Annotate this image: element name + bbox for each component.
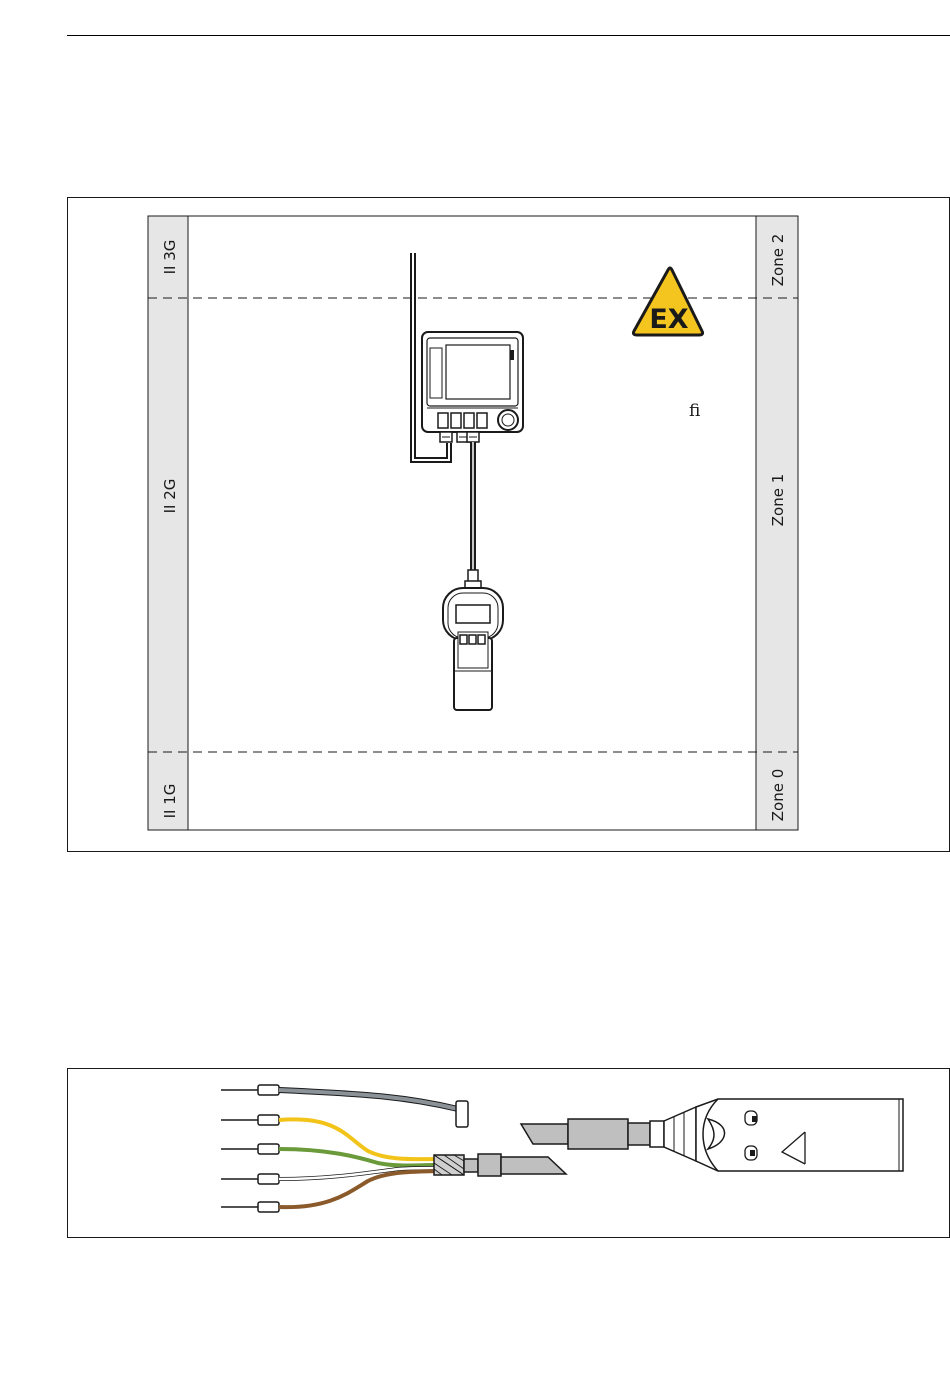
- probe-sensor-icon: [696, 1099, 903, 1171]
- cable-wiring-svg: [68, 1069, 950, 1239]
- wire-yellow: [279, 1119, 436, 1159]
- category-label-ii1g: II 1G: [161, 784, 179, 819]
- zone-diagram-svg: II 3G II 2G II 1G Zone 2 Zone 1 Zone 0 E…: [68, 198, 950, 853]
- transmitter-device-icon: [422, 332, 523, 442]
- cable-wiring-figure: [67, 1068, 950, 1238]
- cable-end-left: [434, 1154, 566, 1176]
- ex-sign-text: EX: [649, 304, 688, 335]
- category-label-ii2g: II 2G: [161, 479, 179, 514]
- category-label-ii3g: II 3G: [161, 240, 179, 275]
- left-category-band: [148, 216, 188, 830]
- cable-end-right: [521, 1107, 696, 1161]
- header-rule: [67, 35, 950, 36]
- zone-label-2: Zone 2: [769, 234, 787, 287]
- wire-brown: [279, 1171, 436, 1207]
- zone-diagram-figure: II 3G II 2G II 1G Zone 2 Zone 1 Zone 0 E…: [67, 197, 950, 852]
- shield-clip: [456, 1101, 468, 1127]
- wire-ferrules: [221, 1085, 279, 1212]
- zone-label-1: Zone 1: [769, 474, 787, 527]
- stray-glyph: ﬁ: [689, 401, 700, 421]
- zone-label-0: Zone 0: [769, 769, 787, 822]
